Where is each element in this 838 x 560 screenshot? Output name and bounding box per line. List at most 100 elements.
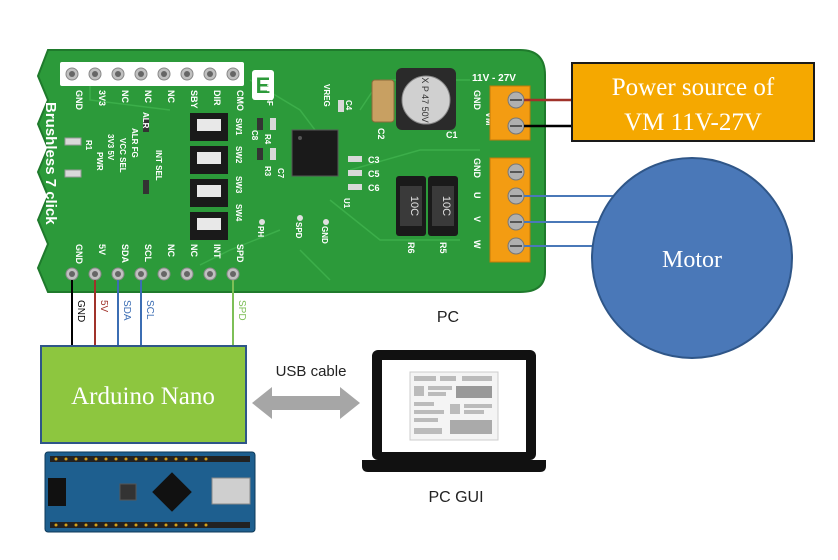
label-c4: C4 [344,100,353,111]
usb-cable: USB cable [252,363,360,419]
label-vreg: VREG [322,84,331,107]
top-pin-0 [65,67,79,81]
top-pin-label-7: CMO [235,90,245,111]
label-c1: C1 [446,130,458,140]
label-sw2: SW2 [234,146,243,164]
label-sw4: SW4 [234,204,243,222]
ic-u1: U1 VREG C4 [291,84,353,209]
motor-terminal-block: GND U V W [472,157,531,263]
top-pin-6 [203,67,217,81]
bottom-pin-label-6: INT [212,244,222,259]
bottom-pin-2 [111,267,125,281]
label-c2: C2 [376,128,386,140]
bottom-pin-6 [203,267,217,281]
motor-terminal-label-2: V [472,216,482,222]
laptop-base [362,460,546,472]
capacitor-c2: C2 [371,79,395,140]
top-pin-7 [226,67,240,81]
top-pin-header: GND 3V3 NC NC NC SBY DIR CMO [60,62,245,111]
usb-cable-label: USB cable [276,363,347,380]
arduino-nano-box: Arduino Nano [40,345,247,444]
bottom-pin-header: GND 5V SDA SCL NC NC INT SPD [65,244,245,281]
top-pin-3 [134,67,148,81]
pc-label: PC [437,309,459,326]
power-terminal-label-1: VM [484,112,494,126]
motor-terminal-label-0: GND [472,158,482,179]
r6-marking: 10C [408,196,420,216]
bottom-pin-label-5: NC [189,244,199,257]
electrolytic-capacitor: X P 47 50V C1 [396,68,458,140]
label-3v3-5v: 3V3 5V [106,134,115,161]
bottom-pin-3 [134,267,148,281]
power-source-line2: VM 11V-27V [624,109,762,136]
label-alr-fg: ALR FG [130,128,139,158]
top-pin-label-5: SBY [189,90,199,109]
label-r6: R6 [406,242,416,254]
label-phbf: PHBF [265,84,274,106]
top-pin-5 [180,67,194,81]
label-spd: SPD [294,222,303,239]
label-gnd-pad: GND [320,226,329,244]
motor-terminal-label-3: W [472,240,482,249]
label-sw1: SW1 [234,118,243,136]
label-r4: R4 [263,134,272,145]
voltage-range-label: 11V - 27V [472,73,516,84]
top-pin-label-0: GND [74,90,84,111]
power-source-box: Power source of VM 11V-27V [571,62,815,142]
top-pin-2 [111,67,125,81]
label-int-sel: INT SEL [154,150,163,181]
top-pin-1 [88,67,102,81]
label-sw3: SW3 [234,176,243,194]
bottom-pin-label-1: 5V [97,244,107,255]
caps-c3-c5-c6: C3 C5 C6 [348,155,380,193]
laptop: PC GUI [362,350,546,506]
shunt-resistors: 10C 10C R6 R5 [396,176,458,254]
arduino-board-image [44,451,256,533]
power-terminal-label-0: GND [472,90,482,111]
wire-label-gnd: GND [75,300,86,322]
wire-label-5v: 5V [98,300,109,313]
bottom-pin-label-7: SPD [235,244,245,263]
bottom-pin-5 [180,267,194,281]
bottom-pin-label-4: NC [166,244,176,257]
power-wires [524,98,572,128]
double-arrow-icon [252,387,360,419]
pc-gui-thumbnail [409,371,499,441]
wire-label-sda: SDA [121,300,132,321]
label-r3: R3 [263,166,272,177]
left-components: R1 PWR 3V3 5V VCC SEL ALR FG ALR INT SEL [64,112,163,194]
mid-components: PHBF C8 R4 R3 C7 PH SPD GND [250,84,329,244]
top-pin-label-6: DIR [212,90,222,106]
motor-circle [591,157,793,359]
bottom-pin-label-0: GND [74,244,84,265]
label-vcc-sel: VCC SEL [118,138,127,173]
top-pin-label-3: NC [143,90,153,103]
pc-gui-label: PC GUI [428,489,483,506]
top-header-strip [60,62,244,86]
label-ph: PH [256,226,265,237]
label-r1: R1 [84,140,93,151]
wire-label-spd: SPD [236,300,247,321]
label-c6: C6 [368,183,380,193]
logo-letter: E [256,73,271,98]
r5-marking: 10C [440,196,452,216]
signal-wires: GND 5V SDA SCL SPD [71,280,247,346]
mikroe-logo: E [252,70,274,100]
label-c7: C7 [276,168,285,179]
wire-label-scl: SCL [144,300,155,320]
bottom-pin-label-2: SDA [120,244,130,264]
motor-terminal-label-1: U [472,192,482,199]
label-pwr: PWR [95,152,104,171]
top-pin-4 [157,67,171,81]
label-alr: ALR [141,112,150,129]
bottom-pin-1 [88,267,102,281]
top-pin-label-1: 3V3 [97,90,107,106]
bottom-pin-0 [65,267,79,281]
label-c3: C3 [368,155,380,165]
cap-marking: X P 47 50V [420,77,430,122]
power-source-line1: Power source of [612,74,775,101]
label-r5: R5 [438,242,448,254]
top-pin-label-2: NC [120,90,130,103]
